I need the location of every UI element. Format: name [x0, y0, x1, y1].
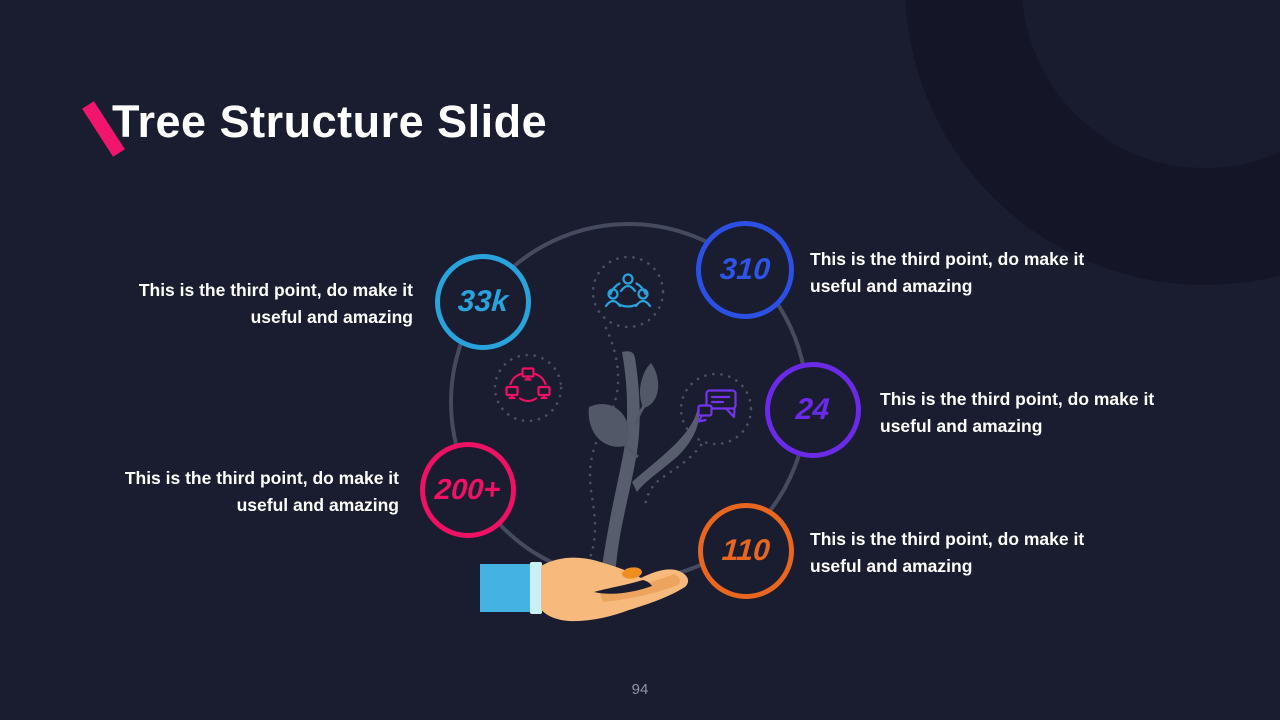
- chat-bubbles-icon: [697, 389, 737, 423]
- title-accent-slash: [82, 101, 125, 157]
- tree-sapling: [588, 351, 700, 578]
- thumb-notch: [594, 580, 652, 594]
- dotted-connector-paths: [588, 326, 703, 560]
- thumb-nail: [622, 567, 642, 579]
- stat-value: 200+: [434, 473, 502, 506]
- stat-value: 110: [720, 534, 772, 567]
- stat-value: 310: [718, 253, 772, 286]
- stat-circle-24: 24: [765, 362, 861, 458]
- team-icon: [604, 273, 652, 308]
- stat-description-33k: This is the third point, do make it usef…: [138, 280, 413, 327]
- stat-description-24: This is the third point, do make it usef…: [880, 389, 1155, 436]
- page-title: Tree Structure Slide: [112, 96, 548, 147]
- network-computers-icon: [505, 367, 551, 403]
- stat-value: 24: [795, 393, 831, 426]
- stat-circle-200plus: 200+: [420, 442, 516, 538]
- stat-description-200plus: This is the third point, do make it usef…: [124, 468, 399, 515]
- stat-circle-310: 310: [696, 221, 794, 319]
- sleeve-cuff: [480, 564, 530, 612]
- stat-description-110: This is the third point, do make it usef…: [810, 529, 1085, 576]
- stat-circle-110: 110: [698, 503, 794, 599]
- sleeve-trim: [530, 562, 542, 614]
- corner-ring-decoration: [905, 0, 1280, 285]
- page-number: 94: [631, 681, 649, 698]
- stat-value: 33k: [456, 285, 510, 318]
- dotted-icon-rings: [493, 255, 753, 446]
- stat-circle-33k: 33k: [435, 254, 531, 350]
- hand-illustration: [480, 557, 689, 622]
- stat-description-310: This is the third point, do make it usef…: [810, 249, 1085, 296]
